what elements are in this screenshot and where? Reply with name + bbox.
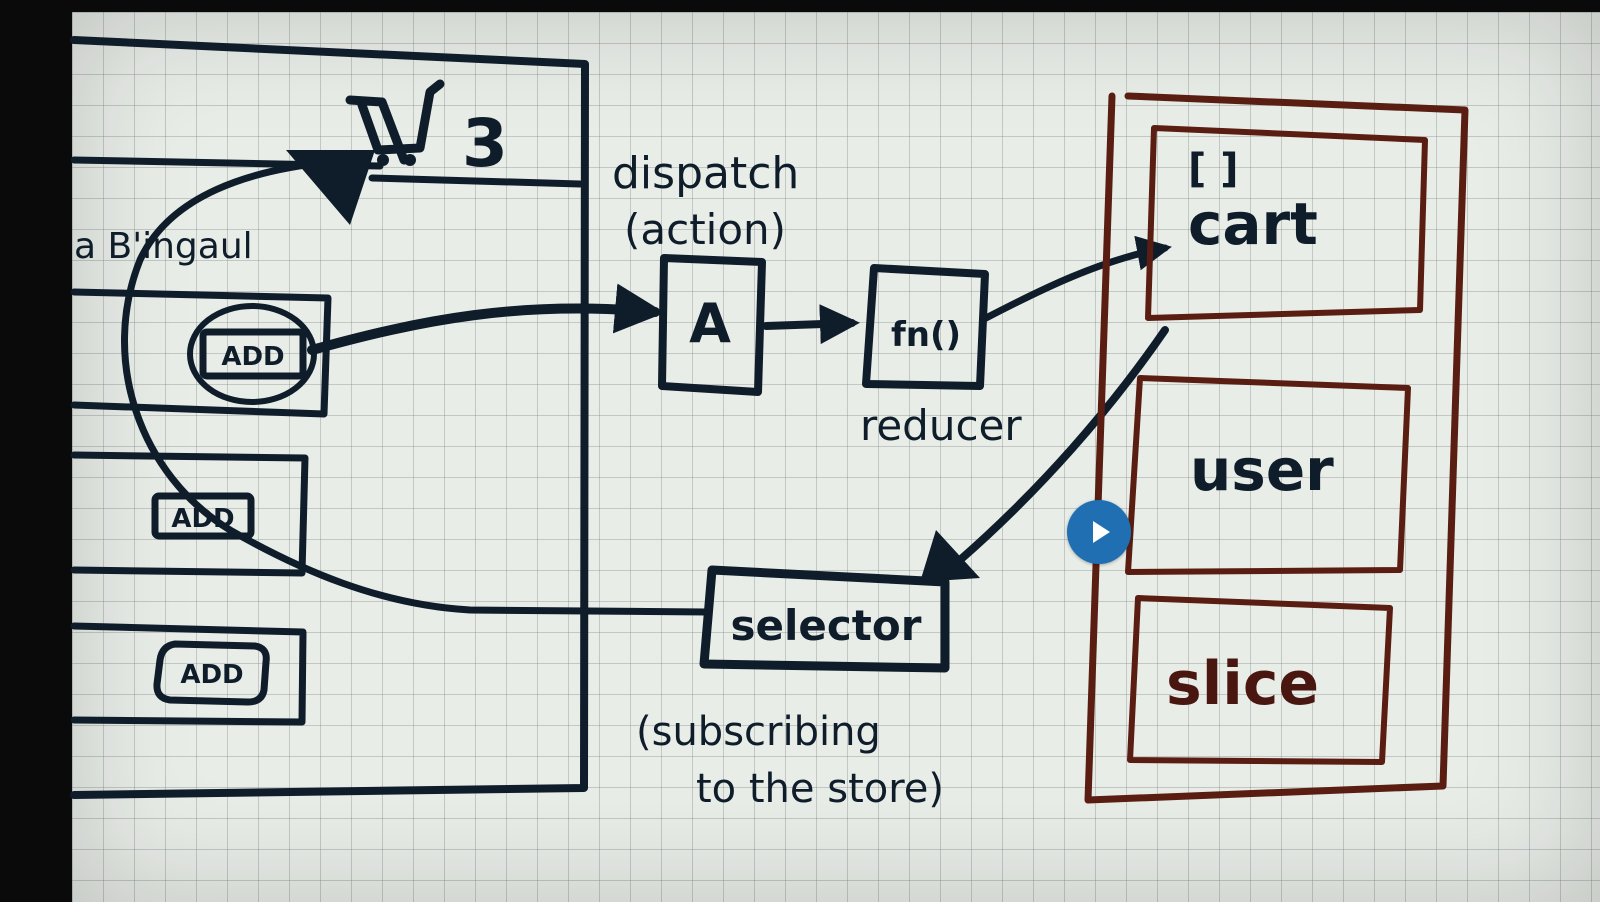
store-slice-label: slice	[1166, 649, 1319, 719]
reducer-function-label: fn()	[891, 315, 961, 355]
store-cart-label: cart	[1188, 190, 1318, 258]
add-button-1[interactable]: ADD	[187, 303, 317, 405]
store-user-label: user	[1190, 436, 1334, 504]
play-button[interactable]	[1067, 500, 1131, 564]
action-box-label: A	[689, 292, 731, 355]
cart-count: 3	[462, 105, 508, 182]
redux-store	[1084, 92, 1469, 804]
subscribing-label-line1: (subscribing	[636, 709, 881, 755]
shopping-cart-icon	[345, 79, 445, 166]
selector-arrowhead	[920, 530, 980, 582]
selector-box: selector	[699, 565, 950, 673]
add-button-3-label: ADD	[180, 660, 243, 690]
add-to-action-arrow	[307, 283, 665, 355]
action-to-reducer-arrow	[762, 304, 860, 345]
action-box: A	[658, 254, 766, 396]
dispatch-label: dispatch	[612, 148, 799, 199]
reducer-function-box: fn()	[862, 264, 989, 390]
product-row-1	[70, 288, 332, 418]
add-button-3[interactable]: ADD	[153, 640, 270, 706]
product-row-3	[70, 622, 307, 726]
reducer-label: reducer	[860, 401, 1022, 450]
store-to-selector-arrow	[956, 326, 1169, 564]
product-row-2	[70, 451, 309, 577]
store-array-label: [ ]	[1188, 146, 1239, 192]
product-label: a B'ingaul	[74, 226, 253, 267]
reducer-to-store-arrow	[982, 235, 1172, 322]
subscribing-label-line2: to the store)	[696, 766, 944, 812]
selector-label: selector	[731, 601, 922, 650]
add-button-1-label: ADD	[221, 342, 284, 372]
cart-arrowhead	[286, 150, 375, 225]
selector-to-cart-arrow	[120, 158, 710, 616]
action-label: (action)	[624, 205, 786, 254]
